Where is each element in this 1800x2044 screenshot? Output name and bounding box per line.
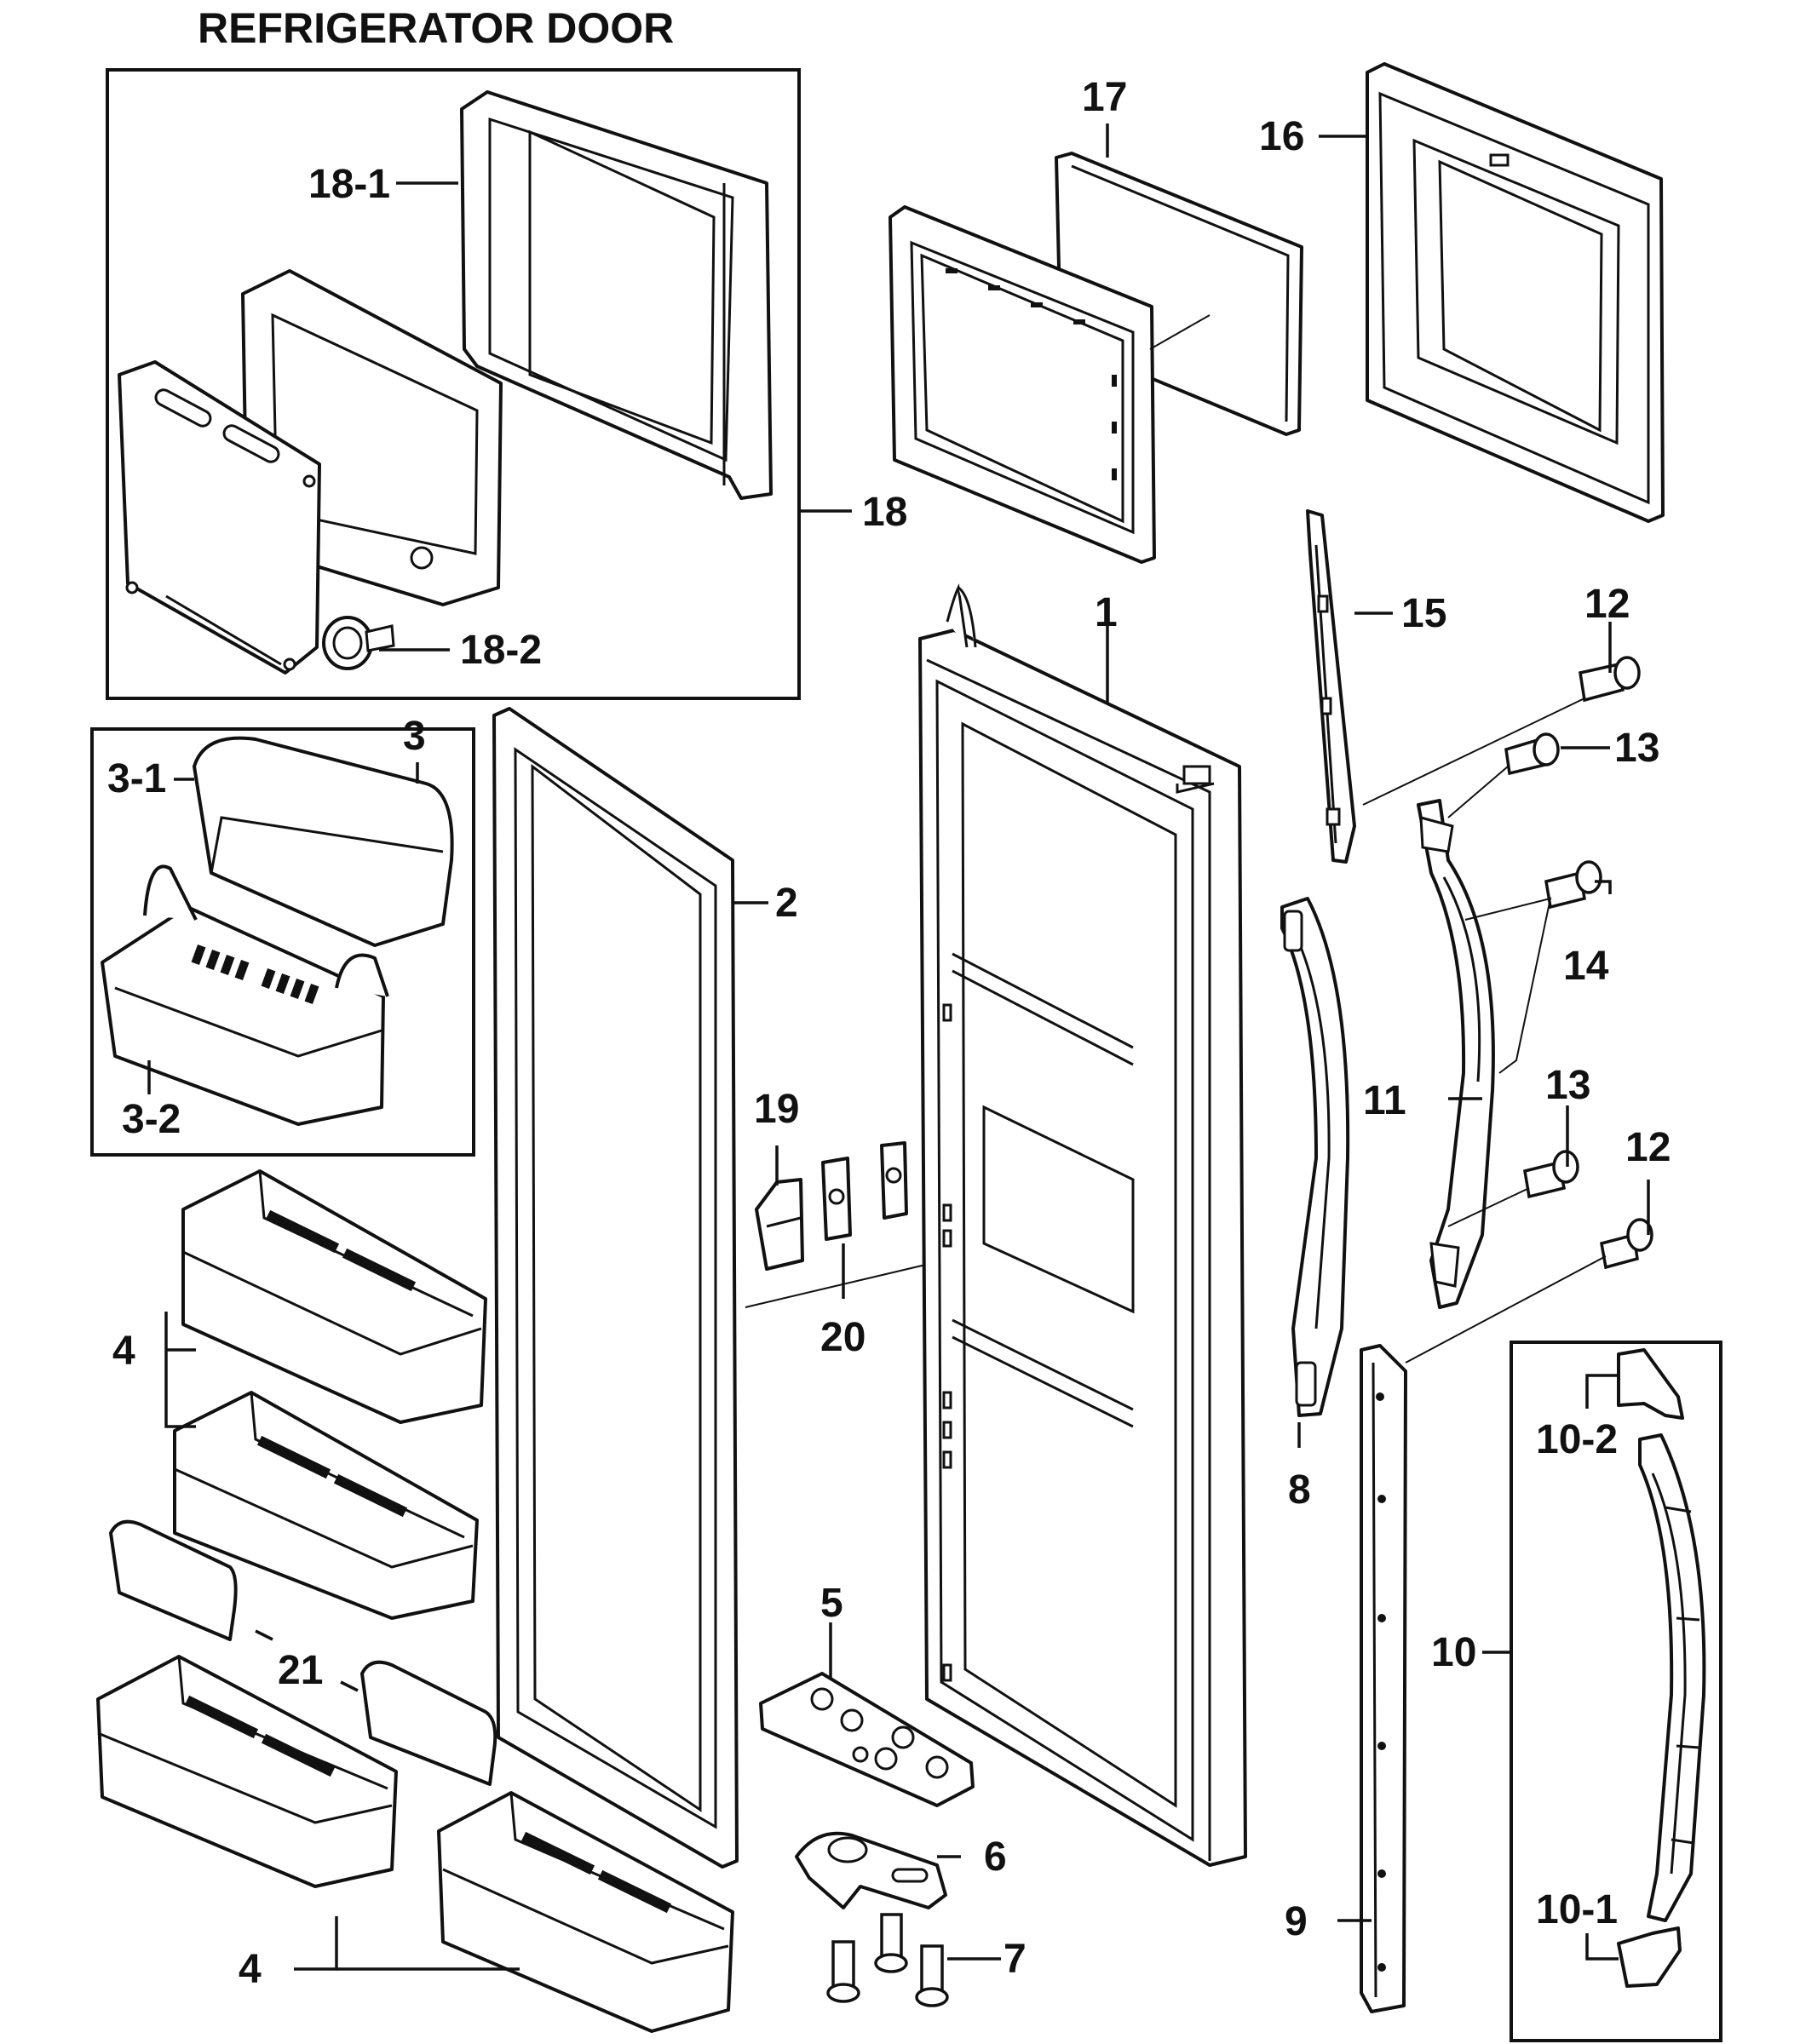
part-20-plate-a (821, 1157, 852, 1241)
part-4-bin-lower-left (96, 1655, 398, 1888)
part-13-screw-upper (1504, 732, 1560, 776)
callout-7: 7 (1004, 1937, 1027, 1982)
callout-3-1: 3-1 (107, 756, 166, 801)
callout-16: 16 (1259, 114, 1304, 159)
part-10-handle (1638, 1433, 1706, 1922)
callout-12-lower: 12 (1625, 1125, 1671, 1170)
part-12-screw-upper (1579, 656, 1641, 703)
callout-6: 6 (984, 1834, 1007, 1880)
assembly-10-box (1510, 1341, 1722, 2042)
part-18-frame (888, 205, 1156, 564)
callout-20: 20 (820, 1315, 865, 1360)
part-5-hinge-plate (759, 1672, 975, 1807)
callout-18-2: 18-2 (460, 628, 542, 673)
callout-17: 17 (1082, 75, 1127, 120)
callout-18: 18 (862, 490, 907, 535)
callout-labels: 18-1 18 18-2 3 3-1 3-2 2 1 17 16 15 12 1… (107, 75, 1671, 1992)
part-1-door-liner (918, 583, 1247, 1867)
callout-13-upper: 13 (1614, 726, 1659, 771)
callout-19: 19 (754, 1087, 799, 1132)
part-4-bin-lower-right (437, 1791, 734, 2033)
leader-lines (147, 123, 1650, 1971)
guide-line-17-18 (1149, 314, 1211, 350)
part-4-bin-lower-right-vents (520, 1831, 672, 1914)
part-18-frame-tabs (946, 268, 1117, 480)
callout-8: 8 (1288, 1467, 1311, 1513)
callout-13-lower: 13 (1545, 1063, 1590, 1108)
callout-15: 15 (1401, 591, 1446, 636)
callout-11: 11 (1363, 1078, 1406, 1123)
part-18-front-panel (118, 360, 321, 675)
part-9-trim (1360, 1344, 1407, 2013)
part-6-hinge (795, 1831, 947, 1909)
callout-3: 3 (403, 714, 426, 759)
part-19-bracket (755, 1178, 804, 1271)
callout-4-lower: 4 (239, 1947, 262, 1992)
callout-12-upper: 12 (1584, 582, 1630, 627)
callout-21: 21 (278, 1648, 323, 1693)
part-8-handle (1280, 897, 1350, 1417)
part-4-bin-middle (173, 1391, 479, 1620)
part-3-1-lid (193, 736, 454, 947)
part-2-gasket (492, 707, 739, 1869)
part-10-2-cap (1617, 1348, 1684, 1420)
callout-1: 1 (1095, 590, 1118, 635)
assembly-3-box (90, 727, 475, 1157)
part-20-plate-b (880, 1141, 908, 1220)
part-4-bin-lower-left-vents (184, 1695, 336, 1777)
part-4-bin-upper-vents (265, 1209, 417, 1292)
callout-10: 10 (1431, 1630, 1476, 1675)
part-10-1-cap (1617, 1926, 1682, 1988)
callout-2: 2 (775, 881, 798, 926)
part-3-2-vents (191, 944, 319, 1005)
part-18-2-knob (322, 546, 434, 670)
callout-4-upper: 4 (112, 1329, 135, 1374)
part-13-screw-lower (1523, 1150, 1579, 1199)
part-18-1-frame (460, 90, 773, 500)
callout-10-2: 10-2 (1536, 1417, 1618, 1462)
part-14-screw (1544, 860, 1602, 910)
callout-18-1: 18-1 (308, 162, 390, 207)
part-11-handle-bracket (1417, 799, 1495, 1309)
callout-14: 14 (1563, 944, 1609, 989)
guide-lines-screws (1362, 698, 1607, 1364)
part-16-outer-panel (1366, 62, 1665, 523)
callout-9: 9 (1285, 1899, 1308, 1944)
callout-3-2: 3-2 (122, 1097, 181, 1142)
part-21-cover-left (109, 1519, 238, 1641)
part-3-2-bin (101, 864, 389, 1126)
diagram-title: REFRIGERATOR DOOR (198, 4, 674, 52)
callout-5: 5 (820, 1581, 843, 1626)
callout-10-1: 10-1 (1536, 1887, 1618, 1932)
part-7-screws (826, 1913, 949, 2007)
part-15-trim (1306, 509, 1356, 864)
part-4-bin-middle-vents (256, 1435, 408, 1518)
part-4-bin-upper (181, 1169, 487, 1424)
assembly-18-box (106, 68, 801, 700)
part-12-screw-lower (1599, 1218, 1653, 1270)
part-21-cover-right (360, 1660, 497, 1786)
